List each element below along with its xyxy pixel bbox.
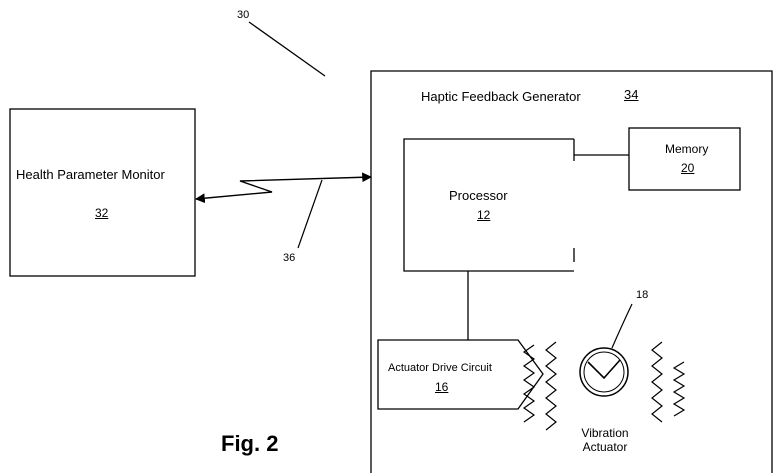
processor-box <box>404 139 574 271</box>
system-ref-number: 30 <box>237 9 249 21</box>
vibration-wave-1 <box>524 345 534 422</box>
wireless-link <box>196 177 371 199</box>
vibration-wave-3 <box>652 342 662 422</box>
health-monitor-title: Health Parameter Monitor <box>16 167 165 182</box>
processor-title: Processor <box>449 188 508 203</box>
vibration-actuator-label-line2: Actuator <box>579 440 631 455</box>
haptic-generator-ref: 34 <box>624 88 638 102</box>
health-monitor-ref: 32 <box>95 206 108 220</box>
link-ref-leader <box>298 180 322 248</box>
system-ref-leader <box>249 22 325 76</box>
actuator-ref-leader <box>612 304 632 348</box>
vibration-actuator-hands <box>588 360 620 378</box>
drive-circuit-ref: 16 <box>435 380 448 394</box>
figure-caption: Fig. 2 <box>221 432 278 456</box>
vibration-actuator-ref: 18 <box>636 289 648 301</box>
haptic-generator-box <box>371 71 772 473</box>
vibration-actuator-outer <box>580 348 628 396</box>
vibration-actuator-label-line1: Vibration <box>579 426 631 441</box>
memory-ref: 20 <box>681 161 694 175</box>
haptic-generator-title: Haptic Feedback Generator <box>421 89 581 104</box>
vibration-actuator-inner <box>584 352 624 392</box>
memory-title: Memory <box>665 142 708 157</box>
memory-box <box>629 128 740 190</box>
drive-circuit-title: Actuator Drive Circuit <box>388 361 492 376</box>
link-ref-number: 36 <box>283 252 295 264</box>
vibration-wave-4 <box>674 362 684 416</box>
vibration-wave-2 <box>546 342 556 430</box>
processor-ref: 12 <box>477 208 490 222</box>
health-monitor-box <box>10 109 195 276</box>
